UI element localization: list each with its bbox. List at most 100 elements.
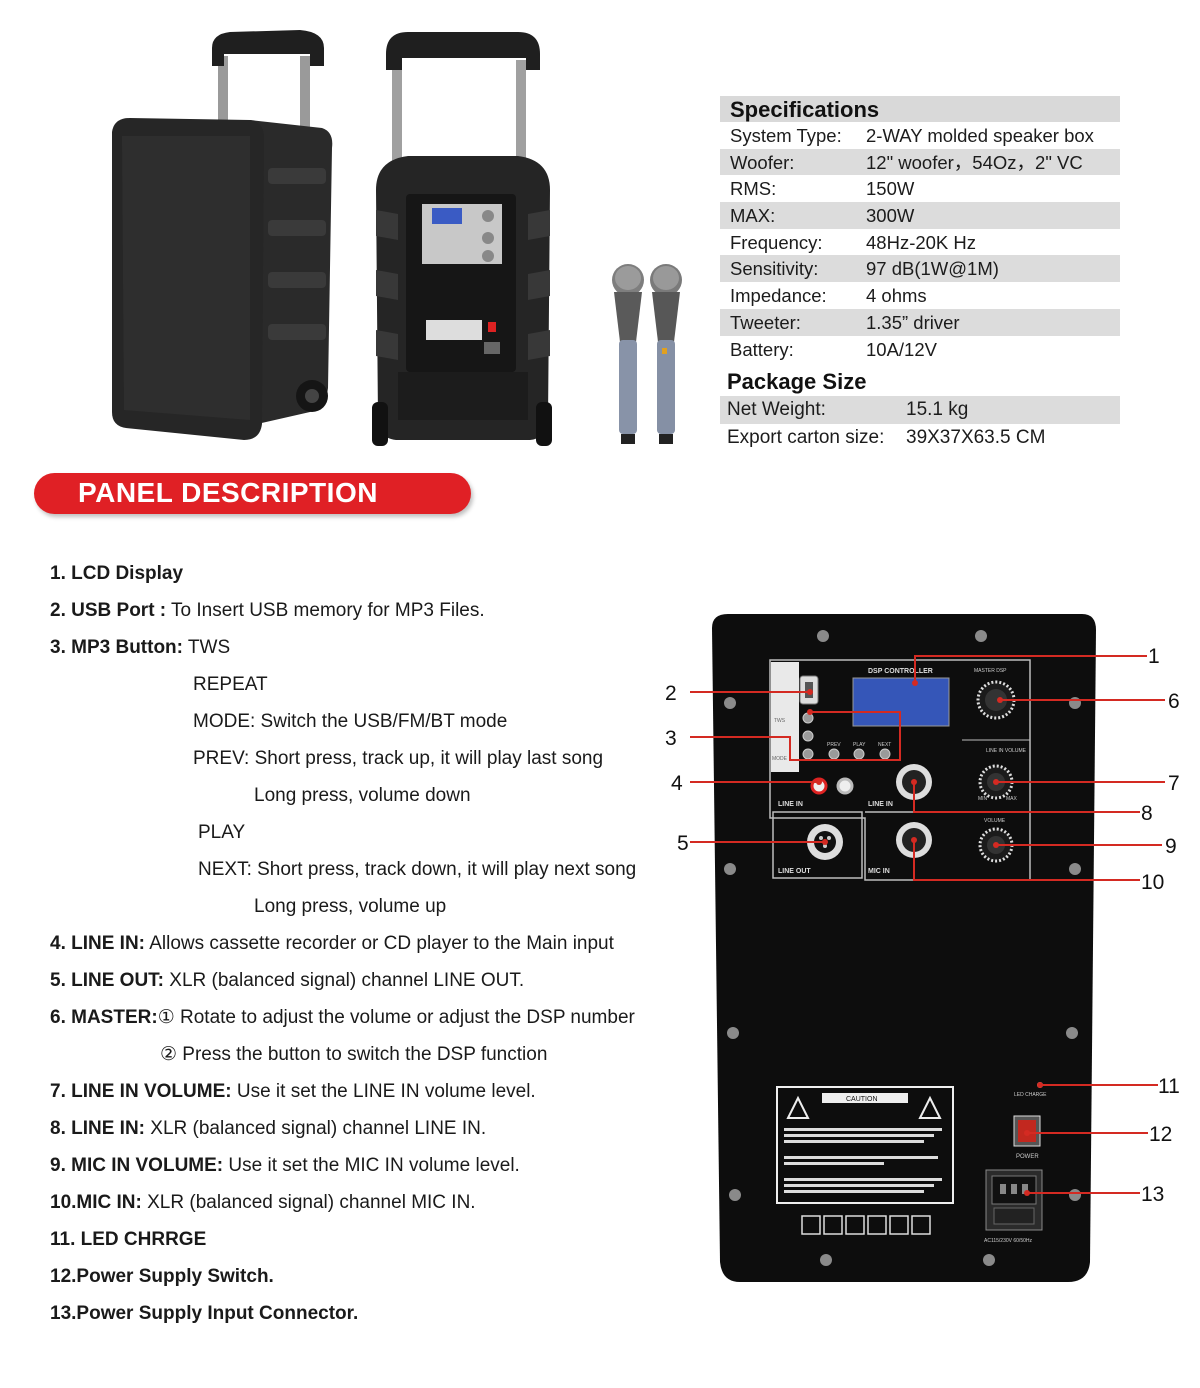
spec-row: Tweeter:1.35” driver: [720, 308, 1120, 336]
power-label: POWER: [1016, 1154, 1039, 1160]
callout-11: 11: [1158, 1075, 1180, 1098]
callout-7: 7: [1168, 772, 1180, 795]
description-item: REPEAT: [193, 674, 268, 695]
description-item: MODE: Switch the USB/FM/BT mode: [193, 711, 508, 732]
master-dsp-label: MASTER DSP: [974, 668, 1007, 674]
package-label: Net Weight:: [727, 399, 826, 421]
caution-label: [776, 1086, 954, 1204]
description-item: 7. LINE IN VOLUME: Use it set the LINE I…: [50, 1081, 536, 1102]
description-item: 4. LINE IN: Allows cassette recorder or …: [50, 933, 614, 954]
spec-label: MAX:: [730, 205, 776, 227]
spec-label: Woofer:: [730, 151, 795, 173]
spec-label: Impedance:: [730, 285, 827, 307]
dsp-controller-label: DSP CONTROLLER: [868, 668, 933, 675]
description-item: PREV: Short press, track up, it will pla…: [193, 748, 604, 769]
callout-13: 13: [1141, 1183, 1164, 1206]
callout-4: 4: [671, 772, 683, 795]
max-label: MAX: [1006, 796, 1018, 802]
callout-12: 12: [1149, 1123, 1172, 1146]
play-button[interactable]: [853, 748, 865, 760]
prev-button[interactable]: [828, 748, 840, 760]
specifications-title: Specifications: [720, 96, 1120, 122]
description-item: PLAY: [198, 822, 246, 843]
spec-row: Sensitivity: 97 dB(1W@1M): [720, 255, 1120, 283]
min-label: MIN: [978, 796, 988, 802]
description-item: 13.Power Supply Input Connector.: [50, 1303, 359, 1324]
next-label: NEXT: [878, 742, 891, 748]
description-item: 9. MIC IN VOLUME: Use it set the MIC IN …: [50, 1155, 520, 1176]
mode-label: MODE: [772, 756, 788, 762]
description-item: 11. LED CHRRGE: [50, 1229, 207, 1250]
package-row: Export carton size: 39X37X63.5 CM: [720, 424, 1120, 452]
prev-label: PREV: [827, 742, 841, 748]
package-size-title: Package Size: [727, 369, 867, 395]
product-images: [0, 0, 700, 460]
callout-10: 10: [1141, 871, 1164, 894]
mic-volume-label: VOLUME: [984, 818, 1006, 824]
speaker-front-image: [112, 30, 333, 440]
description-item: 6. MASTER:① Rotate to adjust the volume …: [50, 1007, 635, 1028]
callout-2: 2: [665, 682, 677, 705]
warning-triangle-icon: [918, 1095, 942, 1119]
caution-title: CAUTION: [846, 1096, 878, 1103]
line-in-xlr-label: LINE IN: [868, 801, 893, 808]
description-item: 5. LINE OUT: XLR (balanced signal) chann…: [50, 970, 525, 991]
spec-row: Frequency: 48Hz-20K Hz: [720, 229, 1120, 256]
spec-value: 48Hz-20K Hz: [866, 231, 977, 253]
line-out-label: LINE OUT: [778, 868, 811, 875]
next-button[interactable]: [879, 748, 891, 760]
mp3-buttons: [802, 712, 891, 760]
banner-title: PANEL DESCRIPTION: [78, 477, 378, 508]
description-item: NEXT: Short press, track down, it will p…: [198, 859, 637, 880]
spec-value: 97 dB(1W@1M): [866, 258, 999, 280]
description-item: ② Press the button to switch the DSP fun…: [160, 1044, 548, 1065]
tws-label: TWS: [774, 718, 786, 724]
package-label: Export carton size:: [727, 427, 885, 449]
callout-8: 8: [1141, 802, 1153, 825]
package-value: 15.1 kg: [906, 399, 969, 421]
spec-label: Frequency:: [730, 231, 823, 253]
certification-icons: [801, 1215, 931, 1235]
repeat-button[interactable]: [802, 730, 814, 742]
spec-row: System Type: 2-WAY molded speaker box: [720, 122, 1120, 149]
specifications-table: Specifications System Type: 2-WAY molded …: [720, 96, 1120, 452]
description-item: Long press, volume down: [254, 785, 471, 806]
led-charge-label: LED CHARGE: [1014, 1092, 1047, 1098]
callout-6: 6: [1168, 690, 1180, 713]
spec-label: System Type:: [730, 125, 842, 146]
description-item: 1. LCD Display: [50, 563, 184, 584]
description-item: 8. LINE IN: XLR (balanced signal) channe…: [50, 1118, 487, 1139]
spec-row: Impedance: 4 ohms: [720, 282, 1120, 309]
mode-button[interactable]: [802, 748, 814, 760]
microphones-image: [612, 264, 682, 444]
description-item: 12.Power Supply Switch.: [50, 1266, 274, 1287]
line-in-rca-label: LINE IN: [778, 801, 803, 808]
spec-label: Sensitivity:: [730, 258, 819, 280]
spec-row: Woofer: 12" woofer，54Oz，2" VC: [720, 148, 1120, 176]
control-plate: [769, 659, 1031, 881]
caution-text-lines: [784, 1128, 942, 1193]
warning-triangle-icon: [786, 1095, 810, 1119]
spec-row: RMS:150W: [720, 175, 1120, 202]
play-label: PLAY: [853, 742, 866, 748]
spec-label: Tweeter:: [730, 311, 801, 333]
spec-value: 12" woofer，54Oz，2" VC: [866, 151, 1083, 173]
panel-description-banner: PANEL DESCRIPTION: [34, 473, 471, 514]
spec-value: 4 ohms: [866, 285, 927, 307]
line-in-rca-white[interactable]: [836, 777, 854, 795]
spec-value: 2-WAY molded speaker box: [866, 125, 1094, 146]
description-item: 3. MP3 Button: TWS: [50, 637, 231, 658]
mic-in-label: MIC IN: [868, 868, 890, 875]
callout-3: 3: [665, 727, 677, 750]
callout-lines: [690, 655, 1165, 1194]
package-row: Net Weight: 15.1 kg: [720, 396, 1120, 425]
callout-dots: [807, 680, 1043, 1196]
line-in-volume-label: LINE IN VOLUME: [986, 748, 1027, 754]
ac-rating-label: AC115/230V 60/50Hz: [984, 1238, 1032, 1244]
description-item: 10.MIC IN: XLR (balanced signal) channel…: [50, 1192, 476, 1213]
callout-9: 9: [1165, 835, 1177, 858]
rear-panel-diagram: TWS MODE PREV PLAY NEXT DSP CONTROLLER M…: [665, 614, 1180, 1282]
spec-row: MAX:300W: [720, 202, 1120, 229]
package-value: 39X37X63.5 CM: [906, 427, 1046, 449]
spec-row: Battery:10A/12V: [720, 336, 1120, 363]
